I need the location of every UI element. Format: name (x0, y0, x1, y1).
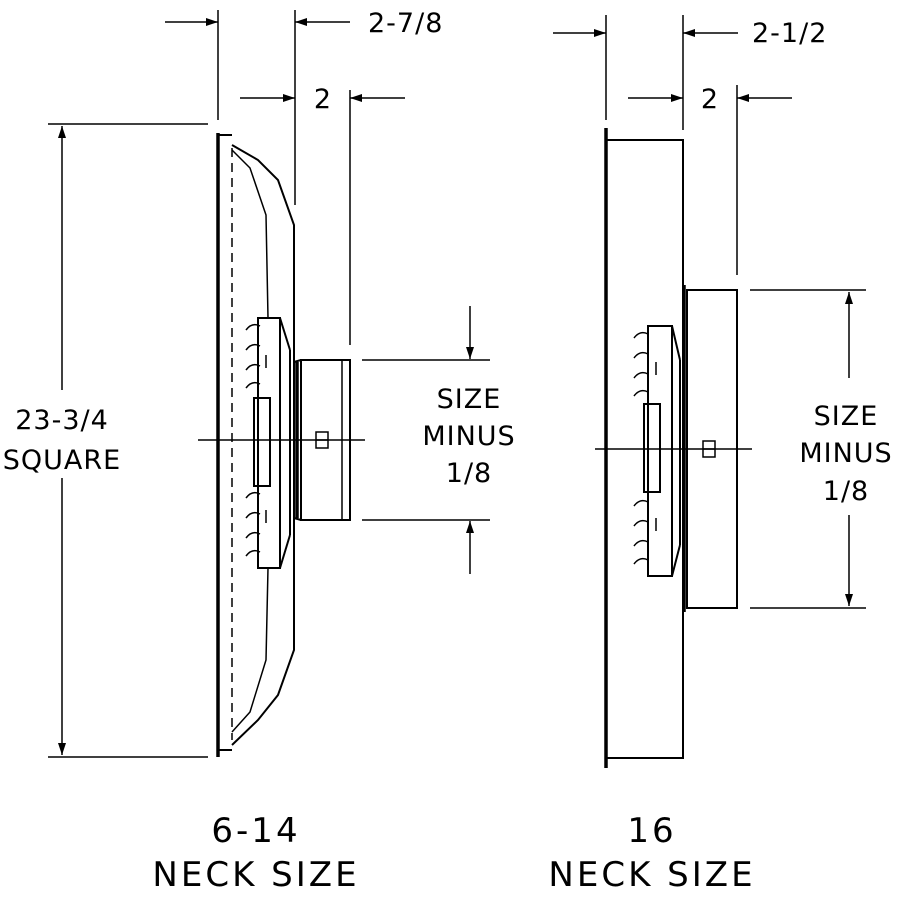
left-caption-neck: NECK SIZE (152, 855, 359, 895)
right-damper-blade (643, 403, 661, 493)
left-bracket-taper-bottom (279, 534, 291, 569)
left-neck-label-3: 1/8 (446, 458, 492, 489)
left-cone-inner-top (231, 149, 269, 319)
left-height-label-1: 23-3/4 (15, 405, 109, 436)
left-flange-bottom (293, 517, 302, 521)
left-cone-inner-bottom (231, 567, 269, 733)
left-cone-outline (231, 144, 295, 746)
right-dim-inner-label: 2 (701, 84, 719, 115)
right-bracket-taper-top (671, 325, 681, 361)
left-dim-outer-label: 2-7/8 (368, 8, 443, 39)
right-dim-outer-label: 2-1/2 (752, 18, 827, 49)
left-neck-label-1: SIZE (437, 384, 502, 415)
right-caption-neck: NECK SIZE (548, 855, 755, 895)
right-springs (633, 331, 657, 565)
left-springs (245, 323, 267, 557)
left-dim-inner-label: 2 (314, 84, 332, 115)
right-neck-label-1: SIZE (814, 401, 879, 432)
left-height-label-2: SQUARE (3, 445, 121, 476)
right-neck-label-3: 1/8 (823, 476, 869, 507)
right-bracket-taper-bottom (671, 544, 681, 577)
right-view: 2-1/2 2 SIZE MINUS 1/8 16 NECK SIZE (548, 15, 892, 895)
right-caption-size: 16 (627, 811, 676, 851)
left-view: 2-7/8 2 23-3/4 SQUARE SIZE MINUS 1/8 6-1… (3, 8, 515, 895)
left-damper-bracket (257, 317, 281, 569)
right-damper-bracket (647, 325, 673, 577)
left-neck-label-2: MINUS (422, 421, 515, 452)
left-flange-top (293, 359, 302, 363)
right-neck-label-2: MINUS (799, 438, 892, 469)
left-damper-blade (253, 397, 271, 487)
left-bracket-taper-top (279, 317, 291, 351)
left-caption-size: 6-14 (211, 811, 300, 851)
